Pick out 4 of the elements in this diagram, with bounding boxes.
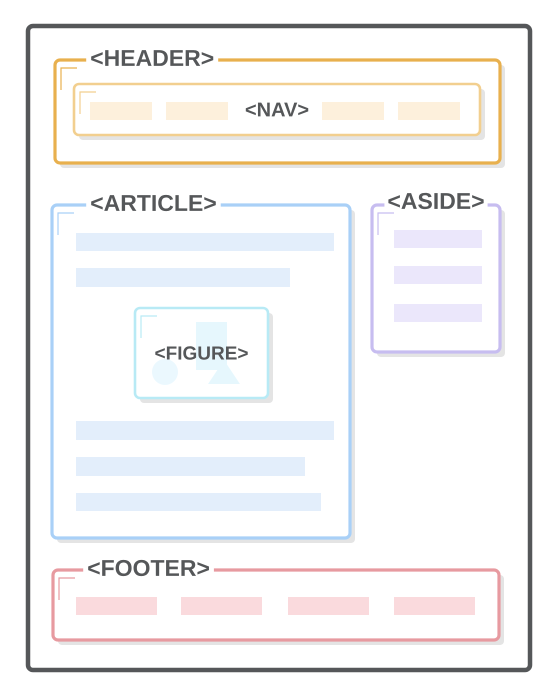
node-label: <HEADER> <box>91 50 214 66</box>
node-label: <ASIDE> <box>388 192 484 210</box>
figure-box: <FIGURE> <box>134 306 273 403</box>
node-label: <ARTICLE> <box>91 194 216 212</box>
